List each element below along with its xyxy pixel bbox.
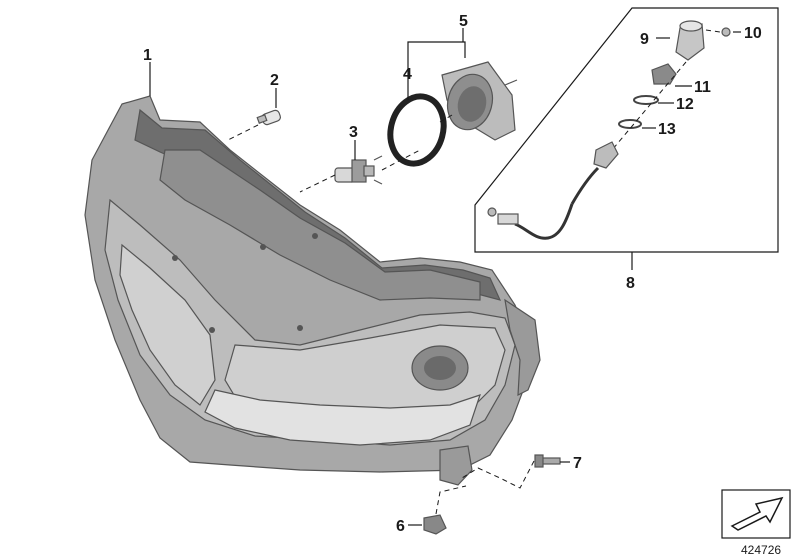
direction-arrow-icon <box>721 489 791 539</box>
callout-6: 6 <box>396 518 405 535</box>
callout-4: 4 <box>403 66 412 83</box>
socket[interactable] <box>675 20 705 61</box>
callout-1: 1 <box>143 47 152 64</box>
callout-2: 2 <box>270 72 279 89</box>
headlight-housing[interactable] <box>84 95 541 486</box>
reference-number: 424726 <box>741 543 781 557</box>
bulb-socket-harness[interactable] <box>487 141 619 240</box>
nut[interactable] <box>651 63 677 85</box>
callout-12: 12 <box>676 96 694 113</box>
ball[interactable] <box>721 27 731 37</box>
clip[interactable] <box>618 119 642 129</box>
washer[interactable] <box>633 95 659 105</box>
callout-10: 10 <box>744 25 762 42</box>
callout-5: 5 <box>459 13 468 30</box>
callout-3: 3 <box>349 124 358 141</box>
callout-11: 11 <box>694 79 711 96</box>
callout-13: 13 <box>658 121 676 138</box>
halogen-bulb[interactable] <box>334 155 383 185</box>
nut-6[interactable] <box>423 514 447 535</box>
parking-bulb[interactable] <box>256 109 281 126</box>
screw[interactable] <box>534 454 561 468</box>
sealing-ring[interactable] <box>383 90 451 169</box>
callout-8: 8 <box>626 275 635 292</box>
callout-7: 7 <box>573 455 582 472</box>
callout-9: 9 <box>640 31 649 48</box>
bulb-cover[interactable] <box>441 61 518 141</box>
